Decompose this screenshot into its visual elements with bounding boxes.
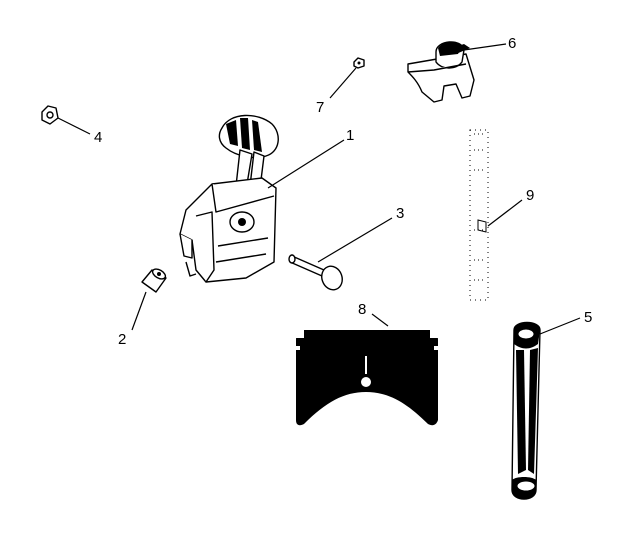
pin: [288, 254, 343, 291]
callout-5: 5: [584, 309, 592, 326]
leader-line-4: [57, 117, 91, 135]
small-nut: [353, 57, 365, 69]
leader-line-2: [131, 291, 147, 331]
leader-line-3: [317, 217, 393, 263]
leader-line-8: [371, 313, 389, 327]
callout-labels: 1 2 3 4 5 6 7 8 9: [94, 35, 592, 348]
callout-6: 6: [508, 35, 516, 52]
handle-grip: [511, 321, 541, 500]
mounting-plate: [296, 330, 438, 426]
nut: [41, 105, 59, 125]
callout-9: 9: [526, 187, 534, 204]
leader-line-7: [329, 67, 357, 99]
callout-7: 7: [316, 99, 324, 116]
callout-8: 8: [358, 301, 366, 318]
leader-line-9: [487, 199, 523, 227]
callout-2: 2: [118, 331, 126, 348]
cable-clamp: [407, 41, 475, 103]
callout-4: 4: [94, 129, 102, 146]
leader-line-1: [267, 139, 345, 189]
rod: [469, 129, 489, 301]
leader-line-5: [539, 317, 581, 335]
leader-lines: [57, 43, 581, 335]
callout-1: 1: [346, 127, 354, 144]
callout-3: 3: [396, 205, 404, 222]
leader-line-6: [463, 43, 507, 51]
sleeve: [141, 268, 167, 293]
control-lever-housing: [179, 114, 279, 283]
